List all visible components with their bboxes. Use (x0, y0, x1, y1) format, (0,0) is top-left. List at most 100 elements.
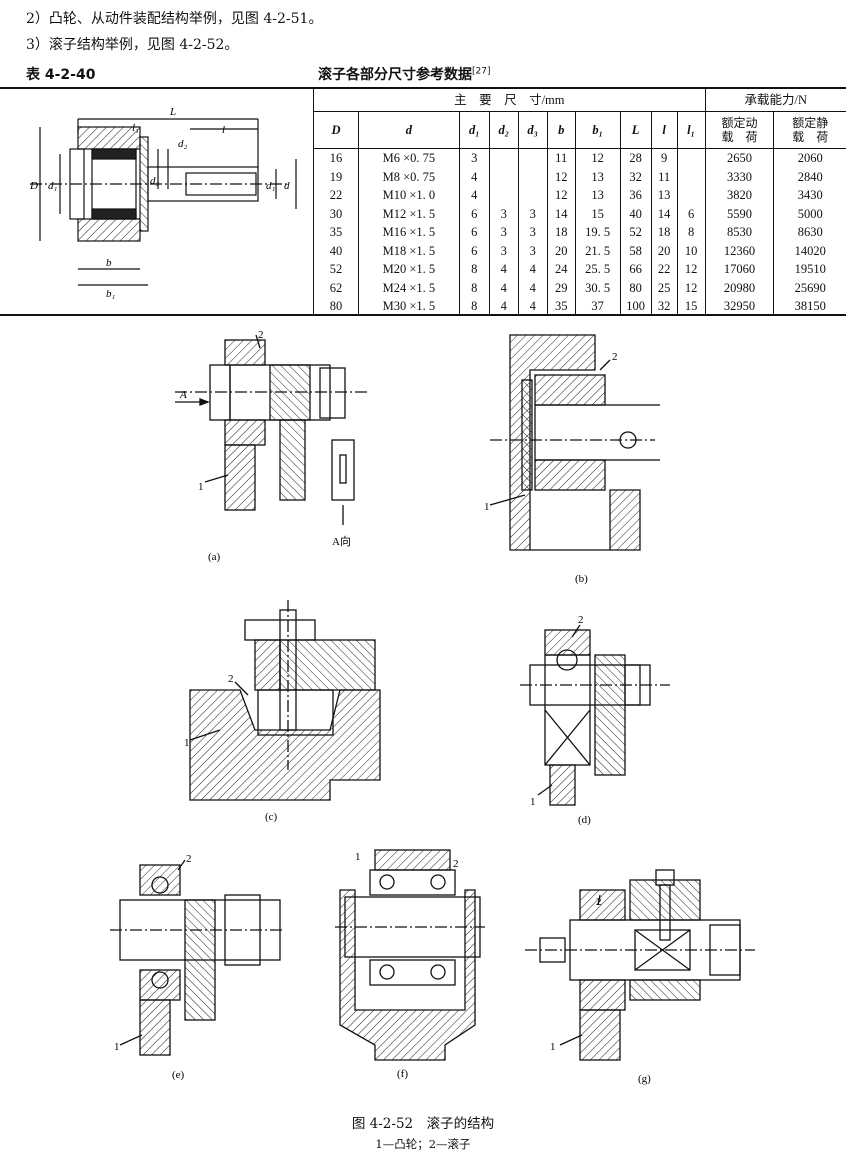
figure-d-part2: 2 (578, 614, 584, 626)
table-cell: 17060 (704, 260, 774, 279)
table-cell: 3330 (704, 167, 774, 186)
table-cell: 21. 5 (574, 241, 621, 260)
figure-d-label: (d) (578, 814, 591, 825)
figure-a-view-label: A (179, 389, 187, 401)
figure-f-part2: 2 (453, 858, 459, 870)
column-header: d₁ (458, 111, 490, 149)
table-cell: 4 (517, 260, 548, 279)
table-cell: 3 (517, 241, 548, 260)
label-d: d (284, 180, 290, 192)
table-cell: 12 (574, 148, 621, 168)
paragraph-3: 3）滚子结构举例，见图 4-2-52。 (26, 37, 239, 53)
label-b1: b₁ (106, 288, 116, 300)
table-cell: 19 (313, 167, 359, 186)
table-cell: 35 (313, 223, 359, 242)
table-cell: 38150 (773, 297, 846, 316)
table-cell: 15 (676, 297, 706, 316)
table-cell: 32 (619, 167, 652, 186)
table-cell: 28 (619, 148, 652, 168)
label-d2: d₂ (178, 138, 188, 150)
table-cell: 3 (517, 223, 548, 242)
figure-a: A A向 1 2 (a) (175, 330, 370, 563)
table-cell: 8 (458, 260, 490, 279)
table-cell: 52 (313, 260, 359, 279)
table-cell: M24 ×1. 5 (357, 278, 460, 297)
table-cell: M16 ×1. 5 (357, 223, 460, 242)
figure-caption: 图 4-2-52 滚子的结构 (351, 1116, 495, 1132)
table-cell (488, 148, 519, 168)
table-title-text: 滚子各部分尺寸参考数据 (318, 67, 472, 83)
table-cell: 13 (574, 186, 621, 205)
table-cell: 52 (619, 223, 652, 242)
table-cell: 32950 (704, 297, 774, 316)
roller-dimension-drawing: L l l₁ d₂ d₃ D d₁ d₁ d b b₁ (29, 106, 297, 300)
figure-f: 1 2 (f) (335, 849, 485, 1080)
figure-g: 1 2 (g) (525, 869, 755, 1085)
table-title: 滚子各部分尺寸参考数据[27] (318, 64, 490, 84)
table-cell: 11 (650, 167, 678, 186)
table-cell: 12 (676, 260, 706, 279)
table-cell: 36 (619, 186, 652, 205)
table-cell: 8 (458, 297, 490, 316)
figure-a-part1: 1 (198, 481, 204, 493)
table-cell: 3430 (773, 186, 846, 205)
table-cell: 3 (488, 204, 519, 223)
table-cell: 4 (488, 278, 519, 297)
table-cell (676, 167, 706, 186)
table-cell: 80 (619, 278, 652, 297)
figure-a-part2: 2 (258, 330, 264, 341)
table-cell: M10 ×1. 0 (357, 186, 460, 205)
table-cell: 15 (574, 204, 621, 223)
table-cell: 8 (458, 278, 490, 297)
table-cell: 14 (650, 204, 678, 223)
table-cell: 8 (676, 223, 706, 242)
figure-b-label: (b) (575, 573, 588, 585)
figure-f-label: (f) (397, 1068, 408, 1080)
paragraph-2: 2）凸轮、从动件装配结构举例，见图 4-2-51。 (26, 11, 323, 27)
table-cell: 8530 (704, 223, 774, 242)
table-cell: 12 (676, 278, 706, 297)
table-cell: 100 (619, 297, 652, 316)
table-cell: 19510 (773, 260, 846, 279)
table-cell: M20 ×1. 5 (357, 260, 460, 279)
table-cell: 14 (546, 204, 576, 223)
table-cell: 2060 (773, 148, 846, 168)
table-cell: 20980 (704, 278, 774, 297)
table-cell: M30 ×1. 5 (357, 297, 460, 316)
column-header: l₁ (676, 111, 706, 149)
table-cell: M6 ×0. 75 (357, 148, 460, 168)
table-cell: 3 (488, 223, 519, 242)
label-l: l (222, 124, 225, 136)
table-cell: 14020 (773, 241, 846, 260)
table-cell: 3 (458, 148, 490, 168)
table-cell: 25 (650, 278, 678, 297)
figure-c-label: (c) (265, 811, 278, 823)
table-cell: 4 (517, 278, 548, 297)
table-cell: 9 (650, 148, 678, 168)
table-cell: 19. 5 (574, 223, 621, 242)
table-cell: 25. 5 (574, 260, 621, 279)
figure-f-part1: 1 (355, 851, 361, 863)
table-cell: 30 (313, 204, 359, 223)
table-cell (676, 148, 706, 168)
figure-g-part2: 2 (596, 896, 602, 908)
table-cell: 12 (546, 167, 576, 186)
header-main-dimensions: 主 要 尺 寸/mm (313, 89, 706, 112)
figure-e-part1: 1 (114, 1041, 120, 1053)
table-cell (517, 148, 548, 168)
table-cell: 5590 (704, 204, 774, 223)
figure-e: 1 2 (e) (110, 853, 285, 1080)
table-cell: 18 (650, 223, 678, 242)
figure-g-label: (g) (638, 1073, 651, 1085)
figure-b-part1: 1 (484, 501, 490, 513)
table-cell: 58 (619, 241, 652, 260)
table-cell: 2650 (704, 148, 774, 168)
table-cell: 8630 (773, 223, 846, 242)
figure-e-label: (e) (172, 1069, 185, 1080)
table-cell: 12 (546, 186, 576, 205)
figure-b: 1 2 (b) (484, 334, 660, 585)
